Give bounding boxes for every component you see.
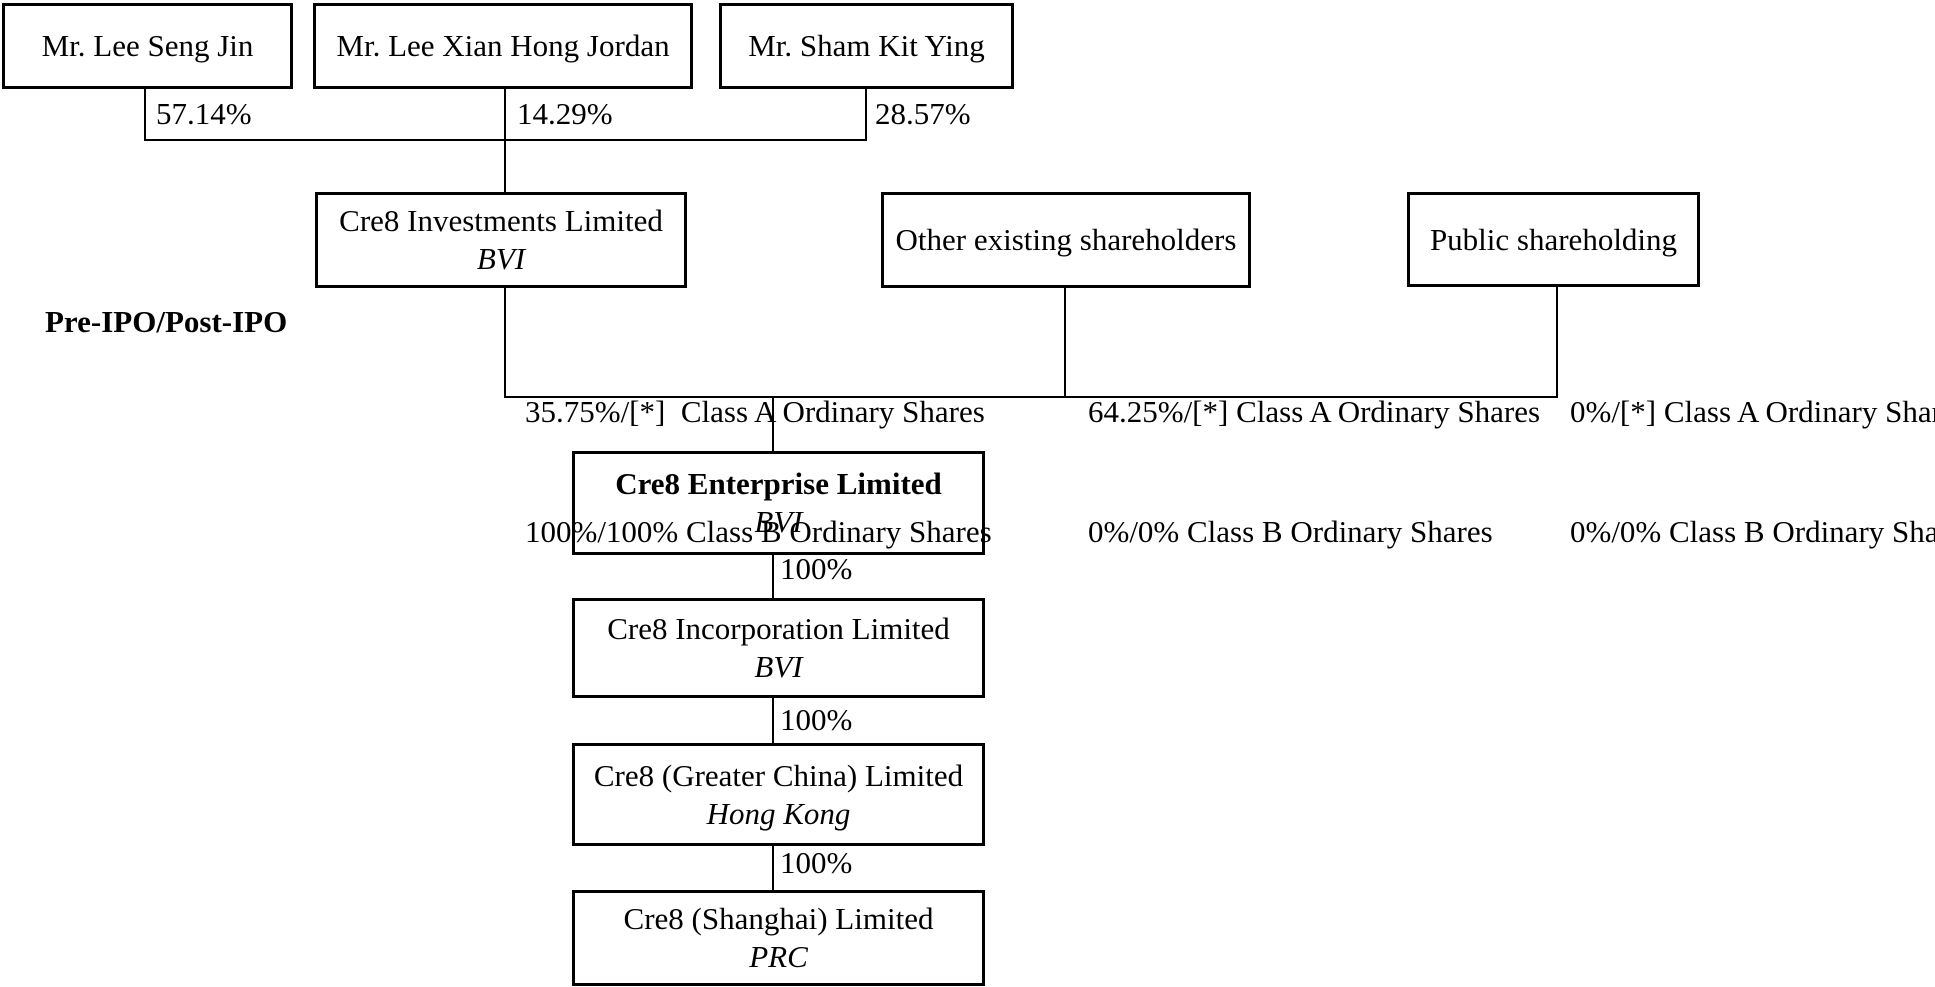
box-lee-xian-hong-jordan-name: Mr. Lee Xian Hong Jordan — [336, 28, 670, 63]
shareclass-public-class-b: 0%/0% Class B Ordinary Shares — [1570, 514, 1935, 549]
box-lee-seng-jin-name: Mr. Lee Seng Jin — [41, 28, 254, 63]
box-cre8-investments: Cre8 Investments Limited BVI — [315, 192, 687, 288]
box-cre8-incorporation: Cre8 Incorporation Limited BVI — [572, 598, 985, 698]
pct-incorporation-to-greater-china: 100% — [780, 702, 853, 737]
connector-greater-china-to-shanghai — [772, 846, 774, 890]
pct-sham-kit-ying: 28.57% — [875, 96, 971, 131]
connector-top-bus — [144, 139, 867, 141]
connector-investments-drop — [504, 288, 506, 398]
shareclass-col-public: 0%/[*] Class A Ordinary Shares 0%/0% Cla… — [1570, 312, 1935, 632]
pct-lee-xian-hong-jordan: 14.29% — [517, 96, 613, 131]
box-other-existing-shareholders-name: Other existing shareholders — [895, 222, 1237, 257]
box-cre8-enterprise-jurisdiction: BVI — [754, 504, 803, 539]
box-lee-xian-hong-jordan: Mr. Lee Xian Hong Jordan — [313, 3, 693, 89]
box-cre8-shanghai: Cre8 (Shanghai) Limited PRC — [572, 890, 985, 986]
pct-greater-china-to-shanghai: 100% — [780, 845, 853, 880]
box-cre8-greater-china: Cre8 (Greater China) Limited Hong Kong — [572, 743, 985, 846]
pct-enterprise-to-incorporation: 100% — [780, 551, 853, 586]
shareclass-other-existing-class-b: 0%/0% Class B Ordinary Shares — [1088, 514, 1493, 549]
box-cre8-shanghai-name: Cre8 (Shanghai) Limited — [623, 901, 934, 936]
shareclass-col-other-existing: 64.25%/[*] Class A Ordinary Shares 0%/0%… — [1088, 312, 1540, 632]
box-sham-kit-ying-name: Mr. Sham Kit Ying — [748, 28, 985, 63]
box-other-existing-shareholders: Other existing shareholders — [881, 192, 1251, 288]
box-cre8-enterprise: Cre8 Enterprise Limited BVI — [572, 451, 985, 555]
box-cre8-greater-china-name: Cre8 (Greater China) Limited — [593, 757, 964, 793]
shareclass-public-class-a: 0%/[*] Class A Ordinary Shares — [1570, 394, 1935, 429]
box-public-shareholding-name: Public shareholding — [1429, 221, 1678, 257]
box-cre8-investments-jurisdiction: BVI — [476, 241, 526, 276]
box-cre8-incorporation-jurisdiction: BVI — [754, 649, 803, 684]
shareclass-investments-class-b: 100%/100% Class B Ordinary Shares — [525, 514, 992, 549]
connector-lee-seng-jin-drop — [144, 89, 146, 141]
connector-other-existing-drop — [1064, 288, 1066, 398]
pct-lee-seng-jin: 57.14% — [156, 96, 252, 131]
ipo-stage-label: Pre-IPO/Post-IPO — [45, 304, 288, 339]
box-cre8-enterprise-name: Cre8 Enterprise Limited — [615, 466, 942, 501]
shareclass-other-existing-class-a: 64.25%/[*] Class A Ordinary Shares — [1088, 394, 1541, 429]
connector-sham-kit-ying-drop — [865, 89, 867, 141]
box-public-shareholding: Public shareholding — [1407, 192, 1700, 287]
connector-bus-to-enterprise — [772, 396, 774, 451]
box-cre8-greater-china-jurisdiction: Hong Kong — [706, 795, 851, 831]
box-sham-kit-ying: Mr. Sham Kit Ying — [719, 3, 1014, 89]
shareclass-investments-class-a: 35.75%/[*] Class A Ordinary Shares — [525, 394, 985, 429]
connector-mid-bus — [504, 396, 1558, 398]
box-lee-seng-jin: Mr. Lee Seng Jin — [2, 3, 293, 89]
shareclass-col-investments: 35.75%/[*] Class A Ordinary Shares 100%/… — [525, 312, 992, 632]
connector-incorporation-to-greater-china — [772, 698, 774, 743]
box-cre8-incorporation-name: Cre8 Incorporation Limited — [607, 611, 950, 646]
box-cre8-investments-name: Cre8 Investments Limited — [339, 203, 663, 238]
connector-public-drop — [1556, 287, 1558, 398]
box-cre8-shanghai-jurisdiction: PRC — [749, 939, 808, 974]
connector-enterprise-to-incorporation — [772, 555, 774, 598]
